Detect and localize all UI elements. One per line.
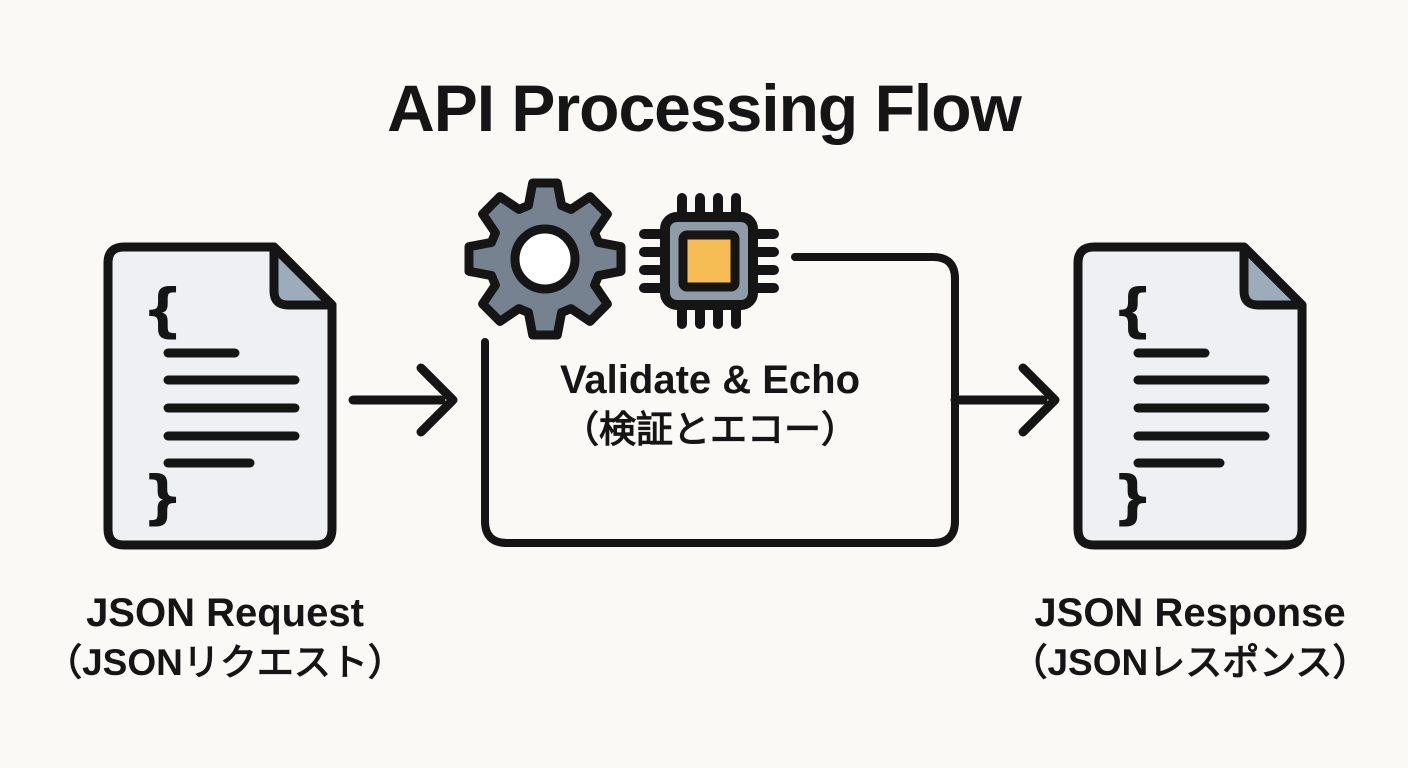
json-request-document-icon [108,247,332,545]
arrow-right-icon [950,363,1060,437]
process-label-group: Validate & Echo （検証とエコー） [495,357,925,456]
process-box [481,253,959,547]
process-label: Validate & Echo [559,358,861,402]
arrow-right-icon [348,363,458,437]
diagram-title: API Processing Flow [387,71,1022,145]
request-label: JSON Request [86,591,364,635]
request-label-ja: （JSONリクエスト） [45,642,405,683]
chip-pins [639,193,779,329]
request-label-group: JSON Request （JSONリクエスト） [10,590,440,689]
gear-hole [510,224,580,294]
response-label-group: JSON Response （JSONレスポンス） [975,590,1405,689]
response-label: JSON Response [1034,591,1346,635]
gear-icon [464,178,626,340]
response-label-ja: （JSONレスポンス） [1010,642,1370,683]
chip-core [678,230,740,292]
process-label-ja: （検証とエコー） [562,409,858,450]
json-response-document-icon [1078,247,1302,545]
chip-icon [639,193,779,329]
